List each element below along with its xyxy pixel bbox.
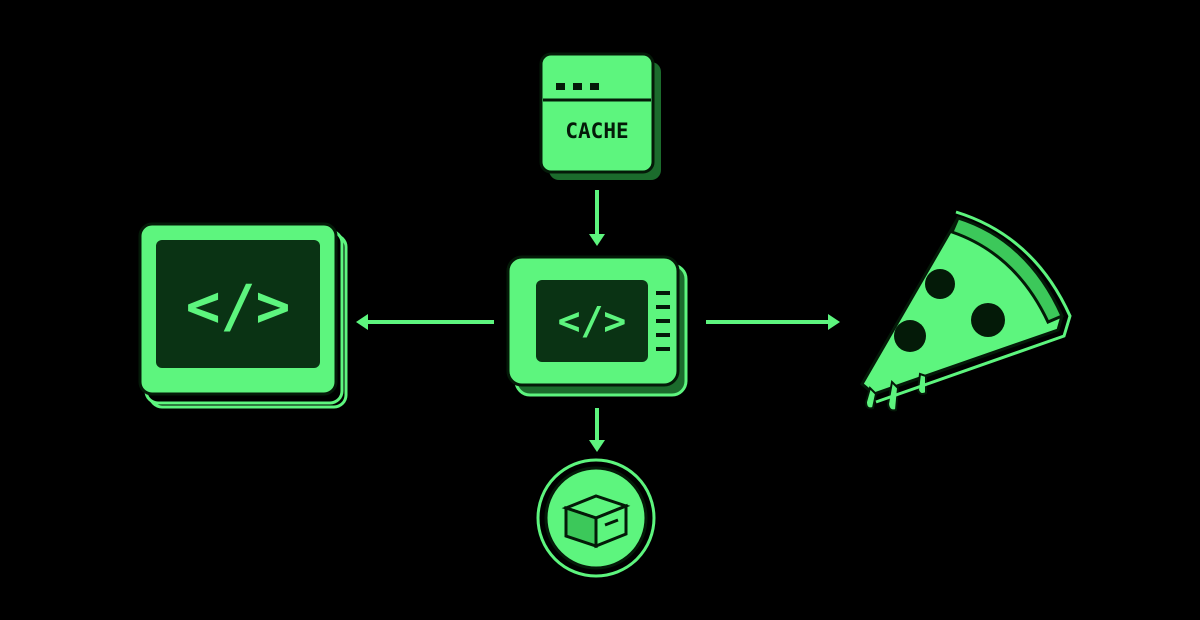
vent-line <box>656 347 670 351</box>
vent-line <box>656 291 670 295</box>
arrow-down-icon <box>589 408 605 452</box>
code-device-icon: </> <box>558 299 627 343</box>
vent-line <box>656 319 670 323</box>
vent-line <box>656 333 670 337</box>
code-monitor-icon: </> <box>186 272 291 340</box>
vent-line <box>656 305 670 309</box>
box-badge-icon <box>561 494 631 549</box>
source-monitor-screen <box>156 240 320 368</box>
window-dot-icon <box>590 83 599 90</box>
processor-node: </> <box>506 255 688 397</box>
processor-screen <box>536 280 648 362</box>
pizza-slice-icon <box>860 210 1072 412</box>
storage-node <box>536 458 656 578</box>
window-dot-icon <box>556 83 565 90</box>
arrow-left-icon <box>356 314 494 330</box>
source-code-node: </> <box>138 222 348 409</box>
arrow-down-icon <box>589 190 605 246</box>
arrow-right-icon <box>706 314 840 330</box>
output-node <box>860 210 1072 412</box>
window-dot-icon <box>573 83 582 90</box>
cache-node: CACHE <box>539 52 661 180</box>
cache-node-body <box>539 52 655 174</box>
cache-label: CACHE <box>565 119 628 143</box>
